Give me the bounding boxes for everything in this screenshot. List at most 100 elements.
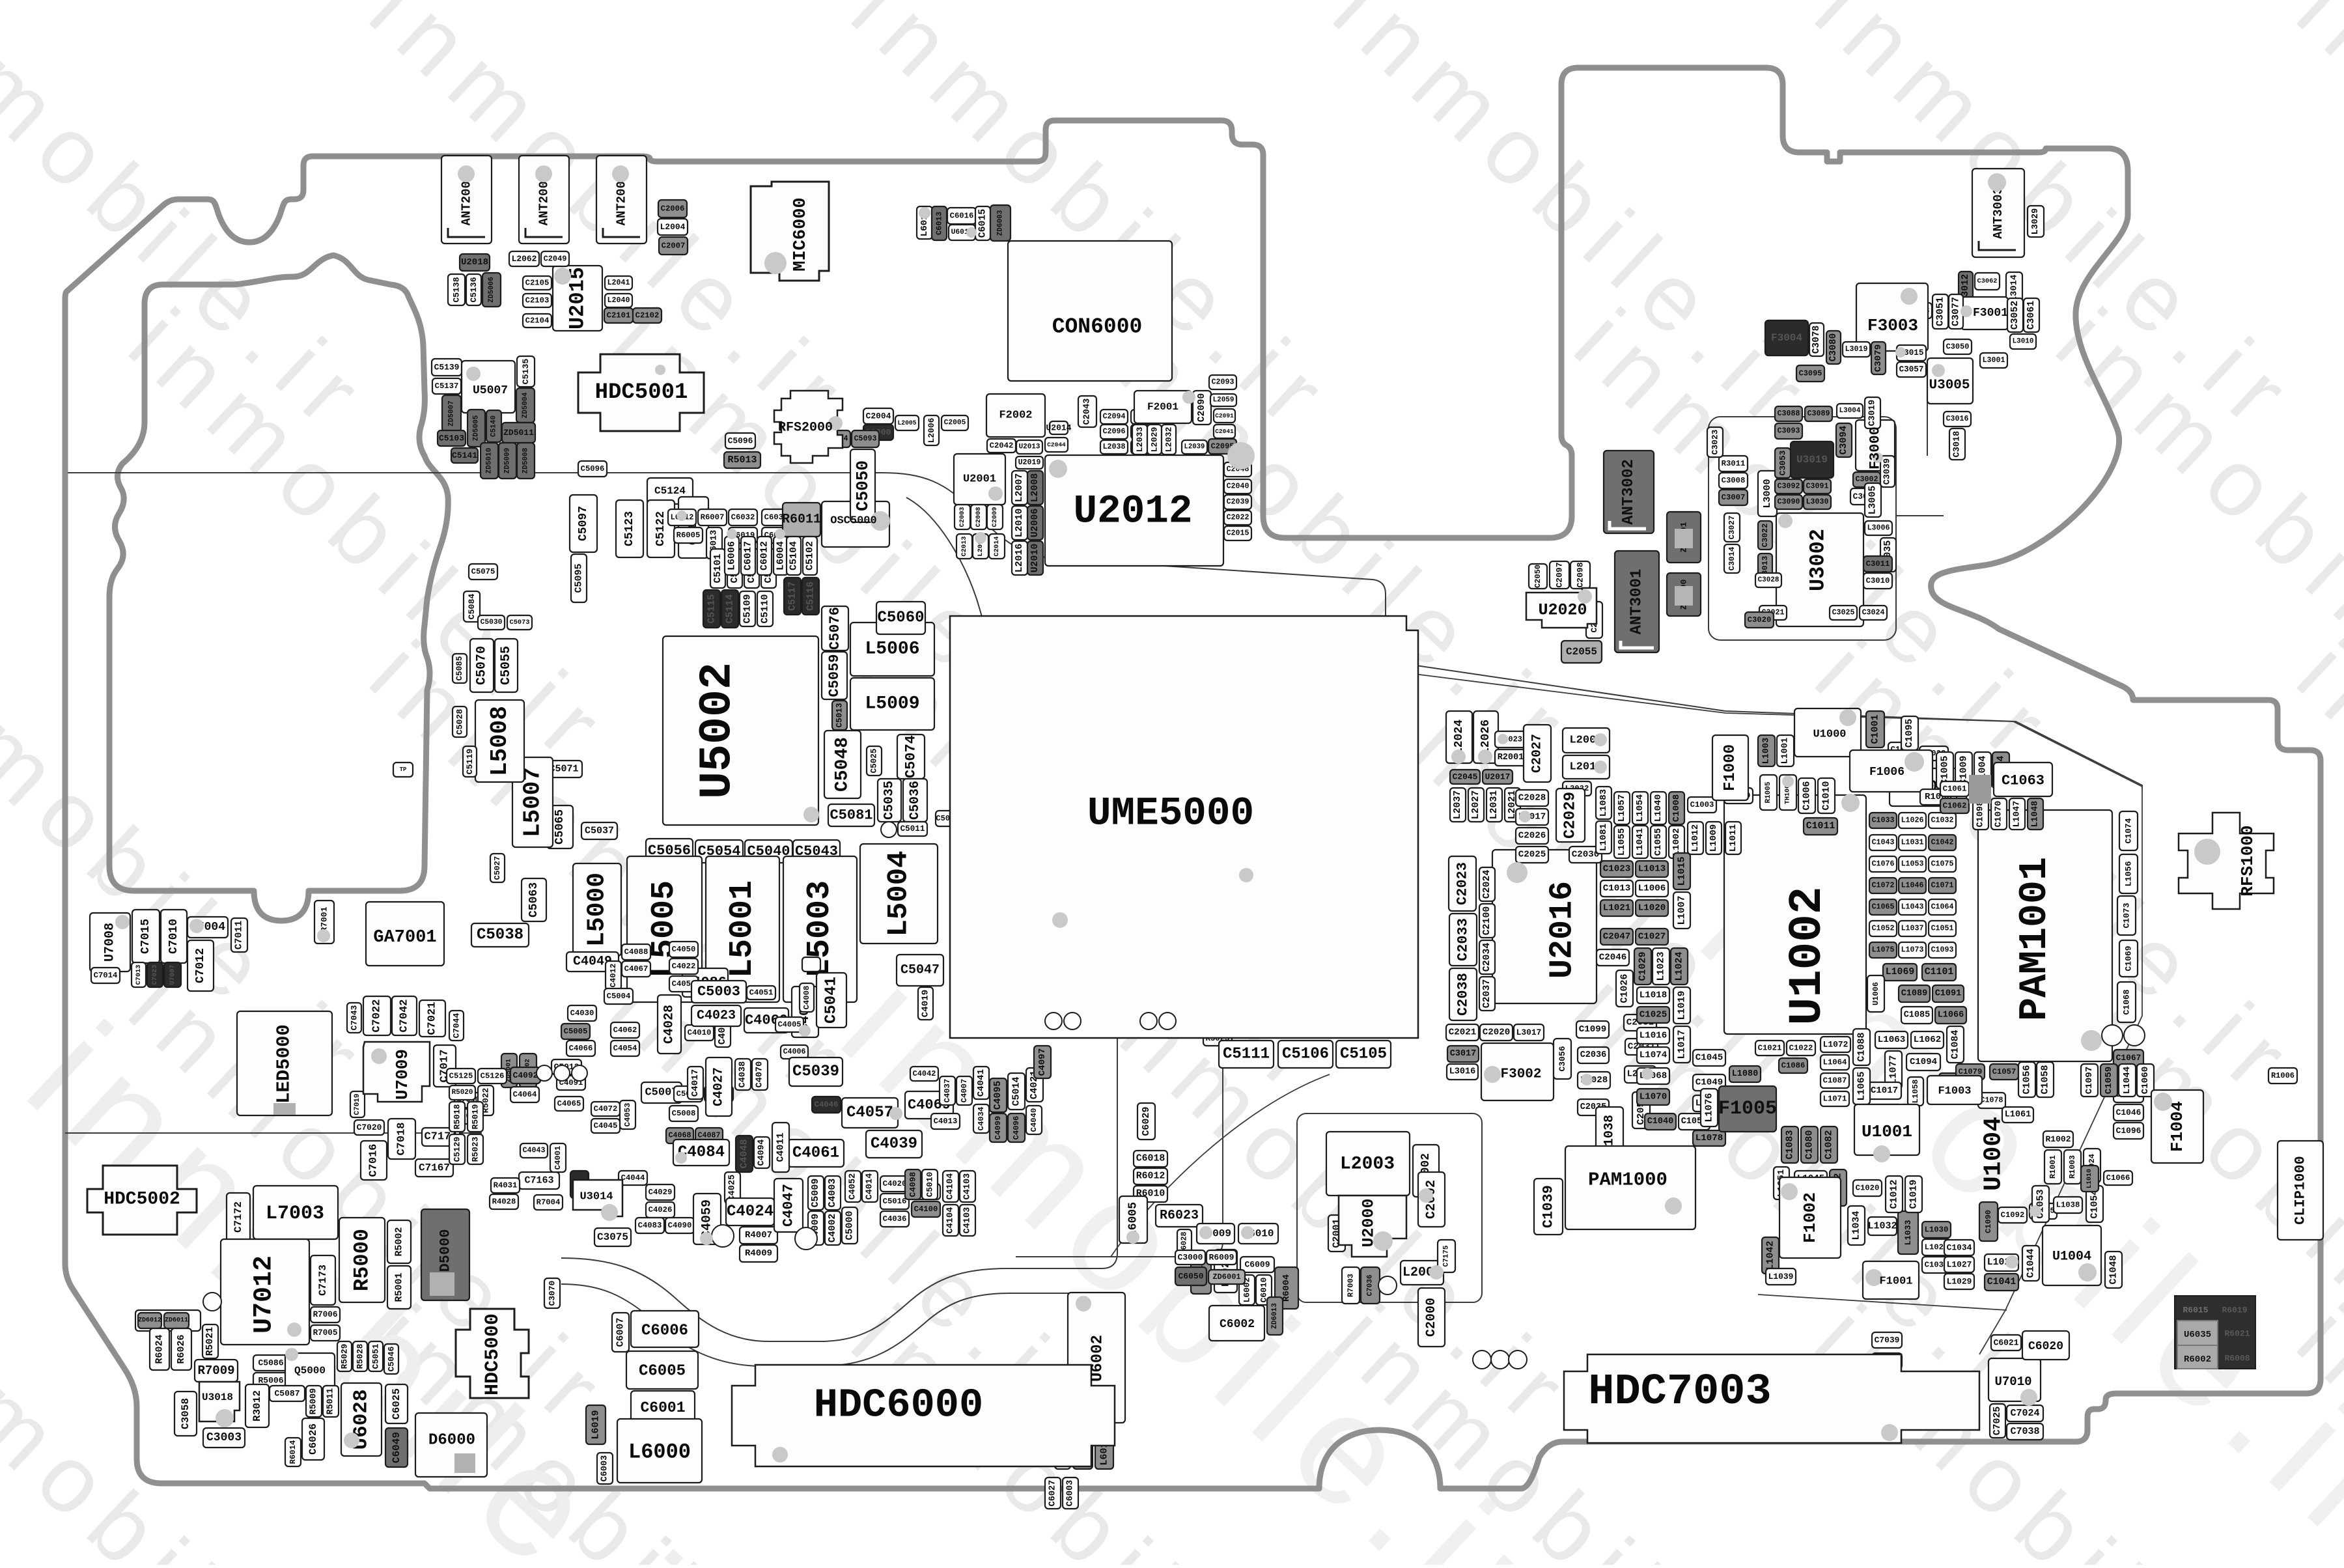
- svg-text:L1054: L1054: [1635, 794, 1645, 822]
- svg-text:U7008: U7008: [103, 923, 118, 962]
- svg-text:L3010: L3010: [2013, 338, 2034, 346]
- svg-text:U2019: U2019: [1018, 458, 1041, 467]
- svg-text:C6009: C6009: [1244, 1260, 1270, 1270]
- svg-text:C3008: C3008: [1722, 476, 1746, 485]
- svg-text:C4050: C4050: [672, 945, 696, 954]
- svg-text:R5001: R5001: [394, 1272, 405, 1302]
- svg-text:C6025: C6025: [391, 1388, 402, 1420]
- svg-text:C6002: C6002: [1220, 1318, 1255, 1331]
- svg-text:R6012: R6012: [1136, 1171, 1165, 1182]
- svg-text:C7019: C7019: [354, 1094, 361, 1115]
- svg-text:C1039: C1039: [1541, 1185, 1557, 1228]
- svg-text:C3079: C3079: [1873, 344, 1884, 372]
- svg-text:U2006: U2006: [1030, 509, 1040, 538]
- svg-text:L1065: L1065: [1856, 1071, 1867, 1100]
- svg-text:C1056: C1056: [2022, 1065, 2033, 1094]
- svg-text:C2013: C2013: [960, 537, 968, 557]
- svg-text:C2006: C2006: [661, 204, 685, 214]
- svg-text:C3017: C3017: [1450, 1049, 1477, 1059]
- svg-text:C2037: C2037: [1482, 979, 1492, 1009]
- svg-text:L1043: L1043: [1901, 903, 1924, 912]
- svg-text:C7039: C7039: [1875, 1336, 1900, 1345]
- svg-text:R6026: R6026: [176, 1334, 187, 1364]
- svg-text:L1083: L1083: [1598, 789, 1609, 817]
- svg-text:C4007: C4007: [960, 1079, 969, 1103]
- svg-text:ANT3003: ANT3003: [1991, 187, 2005, 239]
- svg-text:C5004: C5004: [607, 992, 631, 1001]
- svg-text:C3090: C3090: [1778, 498, 1800, 507]
- svg-text:C1005: C1005: [1940, 755, 1951, 785]
- svg-text:L5008: L5008: [486, 706, 513, 776]
- svg-text:C6029: C6029: [1141, 1106, 1152, 1136]
- svg-text:C4025: C4025: [728, 1175, 738, 1201]
- svg-text:C4034: C4034: [977, 1107, 986, 1131]
- svg-text:C3075: C3075: [597, 1231, 628, 1243]
- svg-text:C5007: C5007: [645, 1087, 678, 1099]
- svg-text:C1043: C1043: [1872, 839, 1895, 847]
- svg-text:L2029: L2029: [1150, 427, 1160, 453]
- svg-text:L1002: L1002: [1671, 828, 1682, 856]
- svg-text:C4094: C4094: [757, 1140, 767, 1166]
- svg-text:L1044: L1044: [2122, 1066, 2132, 1094]
- svg-text:L1012: L1012: [1690, 824, 1701, 852]
- svg-text:C3089: C3089: [1807, 410, 1830, 418]
- svg-text:R1002: R1002: [2045, 1134, 2071, 1144]
- svg-text:HDC5000: HDC5000: [482, 1313, 504, 1395]
- svg-text:C1079: C1079: [1959, 1067, 1983, 1076]
- svg-text:C1061: C1061: [1943, 785, 1967, 794]
- svg-text:C5081: C5081: [830, 807, 872, 824]
- svg-text:C2007: C2007: [662, 242, 686, 251]
- svg-text:L1081: L1081: [1598, 824, 1609, 852]
- svg-text:C4038: C4038: [738, 1061, 748, 1088]
- svg-text:C7024: C7024: [2010, 1408, 2039, 1419]
- svg-text:L6004: L6004: [775, 541, 787, 570]
- svg-text:C5103: C5103: [439, 434, 464, 443]
- svg-text:C3025: C3025: [1832, 609, 1855, 617]
- svg-text:L6005: L6005: [1127, 1202, 1140, 1237]
- svg-text:C6006: C6006: [641, 1323, 688, 1340]
- svg-text:L1018: L1018: [1639, 990, 1667, 1001]
- svg-text:C5038: C5038: [477, 927, 523, 944]
- svg-text:C1029: C1029: [1638, 951, 1649, 981]
- svg-text:C3024: C3024: [1862, 609, 1885, 617]
- svg-text:C6027: C6027: [1048, 1480, 1058, 1507]
- svg-text:C2038: C2038: [1455, 973, 1472, 1016]
- svg-text:R7005: R7005: [313, 1328, 338, 1337]
- svg-text:C2030: C2030: [1572, 850, 1600, 860]
- svg-text:ANT2000: ANT2000: [615, 174, 629, 226]
- svg-text:C4022: C4022: [672, 962, 696, 971]
- svg-text:ANT3001: ANT3001: [1628, 569, 1646, 635]
- svg-text:L2032: L2032: [1164, 427, 1174, 453]
- svg-text:C5109: C5109: [742, 594, 753, 623]
- svg-text:L2006: L2006: [927, 417, 936, 443]
- svg-text:C6003: C6003: [600, 1455, 610, 1482]
- svg-text:C1078: C1078: [1981, 1097, 2003, 1105]
- svg-text:L2031: L2031: [1489, 791, 1500, 820]
- svg-text:C2034: C2034: [1482, 943, 1492, 972]
- svg-text:R6007: R6007: [701, 513, 725, 522]
- svg-text:C2097: C2097: [1555, 562, 1565, 587]
- svg-text:R6023: R6023: [1160, 1209, 1199, 1224]
- svg-text:C4104: C4104: [946, 1207, 956, 1234]
- svg-text:C4104: C4104: [946, 1173, 956, 1200]
- svg-text:C1026: C1026: [1619, 973, 1630, 1003]
- svg-text:C1085: C1085: [1904, 1011, 1931, 1020]
- svg-text:C6001: C6001: [640, 1399, 685, 1416]
- svg-text:C4099: C4099: [994, 1116, 1003, 1140]
- svg-text:L1037: L1037: [1901, 925, 1924, 933]
- svg-text:R6019: R6019: [2222, 1306, 2247, 1315]
- svg-text:ZD5006: ZD5006: [488, 277, 495, 303]
- svg-text:C2022: C2022: [1227, 514, 1249, 522]
- svg-text:R6024: R6024: [154, 1334, 165, 1364]
- svg-text:L1023: L1023: [1656, 951, 1667, 981]
- svg-text:L6019: L6019: [591, 1410, 602, 1439]
- svg-text:R4009: R4009: [745, 1248, 772, 1259]
- svg-text:L1010: L1010: [2086, 1169, 2093, 1188]
- svg-text:R5023: R5023: [471, 1136, 481, 1162]
- svg-text:C4096: C4096: [1012, 1116, 1021, 1140]
- svg-text:C5136: C5136: [469, 277, 479, 302]
- svg-text:C3007: C3007: [1722, 493, 1746, 502]
- svg-text:R1003: R1003: [2068, 1155, 2077, 1179]
- svg-text:C1042: C1042: [1931, 839, 1954, 847]
- svg-text:C5035: C5035: [882, 781, 897, 820]
